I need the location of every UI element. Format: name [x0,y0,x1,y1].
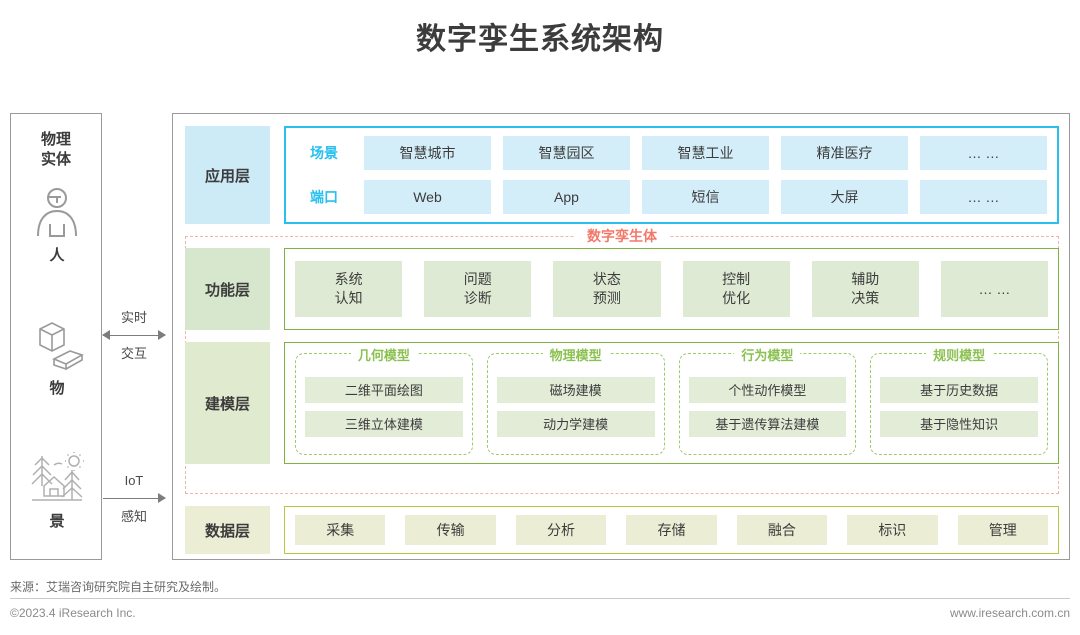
layer-modeling-body: 几何模型 二维平面绘图 三维立体建模 物理模型 磁场建模 动力学建模 行为模型 … [284,342,1059,464]
right-arrow-icon [103,492,166,506]
function-cell-line1: 状态 [592,271,621,287]
physical-entity-title-line2: 实体 [40,151,71,168]
connector-iot-top-label: IoT [124,473,144,488]
source-note: 来源：艾瑞咨询研究院自主研究及绘制。 [10,580,227,594]
model-group-rules: 规则模型 基于历史数据 基于隐性知识 [870,345,1048,455]
data-cell[interactable]: 传输 [405,515,496,545]
physical-entity-title-line1: 物理 [40,131,71,148]
function-cell-line1: 辅助 [851,271,880,287]
app-scene-cell[interactable]: 精准医疗 [781,136,908,170]
model-group-physics: 物理模型 磁场建模 动力学建模 [486,345,665,455]
entity-person-label: 人 [49,247,65,264]
function-cell-line2: 预测 [592,290,621,306]
website-link[interactable]: www.iresearch.com.cn [949,606,1070,620]
function-cell[interactable]: 系统 认知 [295,261,403,317]
app-port-cell[interactable]: Web [364,180,491,214]
app-port-cell[interactable]: 大屏 [781,180,908,214]
app-port-cell-more[interactable]: … … [920,180,1047,214]
function-cell-line1: 系统 [334,271,363,287]
function-cell[interactable]: 状态 预测 [553,261,661,317]
model-item[interactable]: 二维平面绘图 [305,376,463,403]
model-item[interactable]: 三维立体建模 [305,410,463,437]
entity-object-label: 物 [49,380,65,397]
function-cell-line2: 认知 [334,290,363,306]
entity-person: 人 [11,186,103,265]
function-cell-line1: 控制 [722,271,751,287]
app-scene-cell[interactable]: 智慧城市 [364,136,491,170]
connector-iot-bottom-label: 感知 [120,509,147,524]
physical-entity-panel: 物理 实体 人 物 [10,113,102,560]
function-cell-line2: 决策 [851,290,880,306]
entity-landscape-label: 景 [49,513,65,530]
app-scene-cell[interactable]: 智慧园区 [503,136,630,170]
model-item[interactable]: 基于遗传算法建模 [688,410,847,437]
digital-twin-label: 数字孪生体 [575,226,669,246]
model-group-geometry-title: 几何模型 [350,345,417,364]
data-cell[interactable]: 标识 [847,515,938,545]
model-group-geometry: 几何模型 二维平面绘图 三维立体建模 [295,345,473,455]
function-cell-line2: 优化 [722,290,751,306]
layer-application: 应用层 场景 智慧城市 智慧园区 智慧工业 精准医疗 … … 端口 Web Ap… [185,126,1059,224]
physical-entity-title: 物理 实体 [11,130,101,170]
data-cell[interactable]: 采集 [295,515,386,545]
function-cell[interactable]: 控制 优化 [682,261,790,317]
entity-landscape: 景 [11,452,103,531]
model-item[interactable]: 个性动作模型 [688,376,847,403]
model-group-physics-title: 物理模型 [542,345,609,364]
application-row-port-label: 端口 [310,189,338,205]
model-group-behavior: 行为模型 个性动作模型 基于遗传算法建模 [678,345,857,455]
app-port-cell[interactable]: App [503,180,630,214]
data-cell[interactable]: 存储 [626,515,717,545]
model-item[interactable]: 磁场建模 [496,376,655,403]
function-cell-line1: 问题 [463,271,492,287]
app-port-cell[interactable]: 短信 [642,180,769,214]
data-cell[interactable]: 分析 [515,515,607,545]
layer-application-label: 应用层 [185,126,270,224]
connector-realtime: 实时 交互 [102,307,166,365]
layer-function: 功能层 系统 认知 问题 诊断 状态 预测 控制 优化 辅助 决策 [185,248,1059,330]
layer-function-label: 功能层 [185,248,270,330]
model-group-rules-title: 规则模型 [926,345,993,364]
application-row-scene: 场景 智慧城市 智慧园区 智慧工业 精准医疗 … … [296,136,1047,170]
footer-divider [10,598,1070,599]
page-title: 数字孪生系统架构 [416,23,664,56]
model-item[interactable]: 基于历史数据 [880,376,1038,403]
layer-application-body: 场景 智慧城市 智慧园区 智慧工业 精准医疗 … … 端口 Web App 短信… [284,126,1059,224]
app-scene-cell-more[interactable]: … … [920,136,1047,170]
connector-realtime-top-label: 实时 [120,310,147,325]
function-cell[interactable]: 辅助 决策 [811,261,919,317]
data-cell[interactable]: 管理 [957,515,1048,545]
function-cell-line1: … … [978,280,1011,297]
connector-iot: IoT 感知 [103,470,166,528]
object-icon [11,319,103,375]
data-cell[interactable]: 融合 [736,515,828,545]
application-row-port: 端口 Web App 短信 大屏 … … [296,180,1047,214]
model-item[interactable]: 基于隐性知识 [880,410,1038,437]
layer-modeling-label: 建模层 [185,342,270,464]
arrow-head-right [158,330,166,340]
arrow-line [103,335,165,336]
arrow-head-right [158,493,166,503]
function-cell-line2: 诊断 [463,290,492,306]
connector-realtime-bottom-label: 交互 [120,346,147,361]
arrow-head-left [102,330,110,340]
layer-modeling: 建模层 几何模型 二维平面绘图 三维立体建模 物理模型 磁场建模 动力学建模 行… [185,342,1059,464]
layer-data-label: 数据层 [185,506,270,554]
entity-object: 物 [11,319,103,398]
function-cell-more[interactable]: … … [940,261,1049,317]
architecture-board: 应用层 场景 智慧城市 智慧园区 智慧工业 精准医疗 … … 端口 Web Ap… [172,113,1070,560]
model-item[interactable]: 动力学建模 [496,410,655,437]
landscape-icon [11,452,103,508]
double-arrow-icon [102,329,166,343]
layer-function-body: 系统 认知 问题 诊断 状态 预测 控制 优化 辅助 决策 … … [284,248,1059,330]
application-row-scene-label: 场景 [310,145,338,161]
model-group-behavior-title: 行为模型 [734,345,801,364]
app-scene-cell[interactable]: 智慧工业 [642,136,769,170]
arrow-line [103,498,165,499]
layer-data: 数据层 采集 传输 分析 存储 融合 标识 管理 [185,506,1059,554]
layer-data-body: 采集 传输 分析 存储 融合 标识 管理 [284,506,1059,554]
copyright-text: ©2023.4 iResearch Inc. [10,606,136,620]
function-cell[interactable]: 问题 诊断 [424,261,532,317]
person-icon [11,186,103,242]
